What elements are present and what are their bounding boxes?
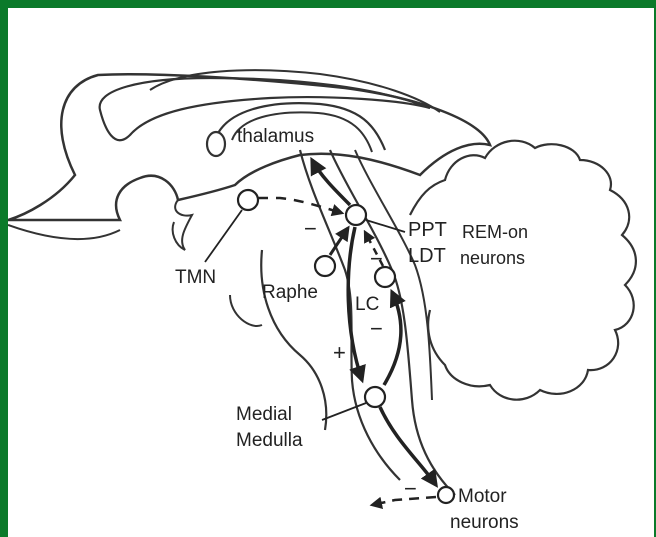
plus-sign: + <box>333 340 346 365</box>
ldt-label: LDT <box>408 245 446 267</box>
thalamus-label: thalamus <box>237 126 314 147</box>
brain-diagram: − − − + − thalamus PPT REM-on LDT neuron… <box>8 8 654 537</box>
ppt-ldt-node <box>346 205 366 225</box>
fornix-knob <box>207 132 225 156</box>
cerebellum-outline <box>410 141 636 400</box>
tmn-label: TMN <box>175 267 216 288</box>
minus-sign-lc-top: − <box>370 246 383 271</box>
diagram-frame: − − − + − thalamus PPT REM-on LDT neuron… <box>8 8 654 537</box>
arrow-medulla-to-motor <box>380 407 436 485</box>
medulla-label: Medulla <box>236 430 303 451</box>
motor-neurons-node <box>438 487 454 503</box>
minus-sign-lc-bottom: − <box>370 316 383 341</box>
minus-sign-motor: − <box>404 476 417 501</box>
tmn-pointer <box>205 210 242 262</box>
ppt-label: PPT <box>408 219 447 241</box>
raphe-node <box>315 256 335 276</box>
motor-neurons-label: neurons <box>450 512 519 533</box>
neurons-label: neurons <box>460 248 525 268</box>
rem-on-label: REM-on <box>462 222 528 242</box>
minus-sign-tmn: − <box>304 216 317 241</box>
arrow-to-thalamus <box>312 160 350 205</box>
medial-label: Medial <box>236 404 292 425</box>
lc-label: LC <box>355 294 379 315</box>
raphe-label: Raphe <box>262 282 318 303</box>
arrow-tmn-to-ppt <box>258 198 342 213</box>
motor-label: Motor <box>458 486 507 507</box>
tmn-node <box>238 190 258 210</box>
arrow-medulla-to-lc <box>384 292 401 385</box>
medial-medulla-node <box>365 387 385 407</box>
